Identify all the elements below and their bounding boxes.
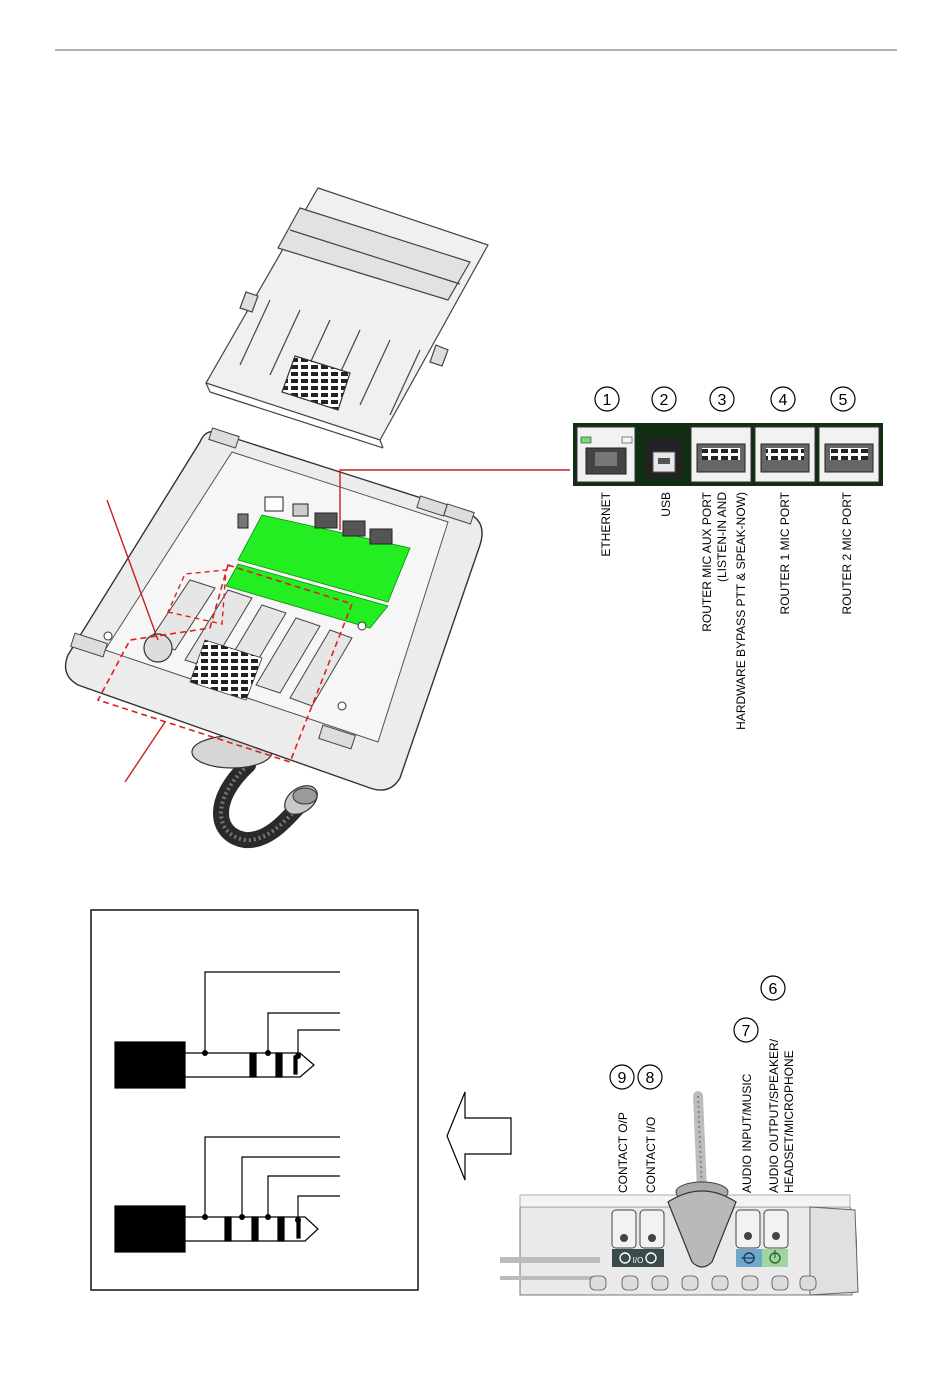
label-router-mic-aux-line3: HARDWARE BYPASS PTT & SPEAK-NOW) xyxy=(734,492,748,730)
label-audio-output-line2: HEADSET/MICROPHONE xyxy=(782,1050,796,1193)
port-numbers: 1 2 3 4 5 xyxy=(595,387,855,411)
port-number-3: 3 xyxy=(718,392,727,409)
label-audio-output-line1: AUDIO OUTPUT/SPEAKER/ xyxy=(767,1038,781,1193)
port-number-2: 2 xyxy=(660,392,669,409)
label-router-2-mic: ROUTER 2 MIC PORT xyxy=(840,491,854,614)
rear-port-strip xyxy=(573,423,883,486)
label-router-mic-aux-line2: (LISTEN-IN AND xyxy=(715,492,729,582)
jack-numbers: 6 7 8 9 xyxy=(610,976,785,1089)
label-contact-op: CONTACT O/P xyxy=(616,1112,630,1193)
ethernet-port xyxy=(577,427,635,482)
io-marking: I/O xyxy=(633,1256,644,1265)
port-number-5: 5 xyxy=(839,392,848,409)
label-contact-io: CONTACT I/O xyxy=(644,1117,658,1193)
jack-number-9: 9 xyxy=(618,1070,627,1087)
arrow-left-icon xyxy=(447,1092,511,1180)
jack-number-8: 8 xyxy=(646,1070,655,1087)
port-number-1: 1 xyxy=(603,392,612,409)
rj-jack-4 xyxy=(755,427,815,482)
usb-port xyxy=(646,438,682,478)
jack-number-6: 6 xyxy=(769,981,778,998)
rj-jack-5 xyxy=(819,427,879,482)
label-audio-input: AUDIO INPUT/MUSIC xyxy=(740,1073,754,1193)
front-jack-panel: I/O xyxy=(500,1096,858,1295)
label-ethernet: ETHERNET xyxy=(599,491,613,556)
port-number-4: 4 xyxy=(779,392,788,409)
port-labels: ETHERNET USB ROUTER MIC AUX PORT (LISTEN… xyxy=(599,491,854,729)
rj-jack-3 xyxy=(691,427,751,482)
plug-detail-box xyxy=(91,910,418,1290)
label-router-1-mic: ROUTER 1 MIC PORT xyxy=(778,491,792,614)
label-router-mic-aux-line1: ROUTER MIC AUX PORT xyxy=(700,491,714,631)
jack-number-7: 7 xyxy=(742,1023,751,1040)
label-usb: USB xyxy=(659,492,673,517)
device-cover xyxy=(206,188,488,448)
